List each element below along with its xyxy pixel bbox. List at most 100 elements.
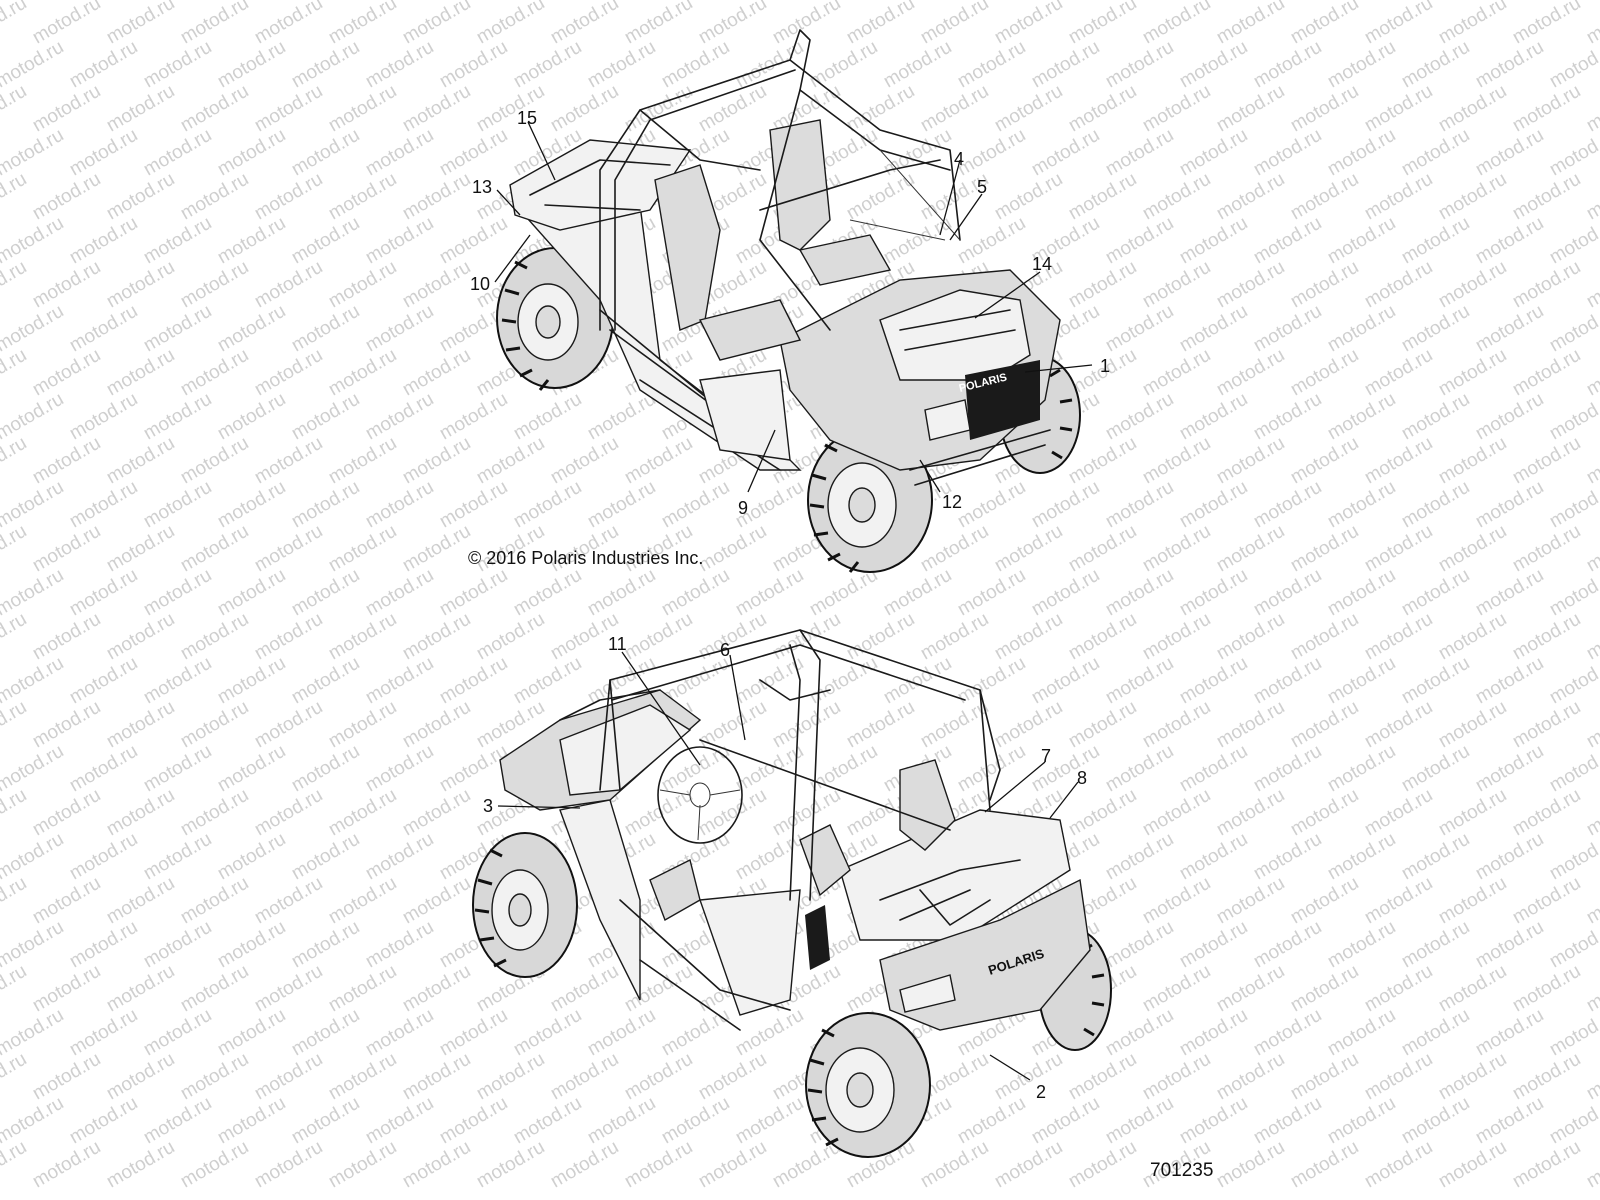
watermark-text: motod.ru <box>1139 961 1214 1017</box>
watermark-text: motod.ru <box>1509 0 1584 48</box>
watermark-text: motod.ru <box>103 169 178 225</box>
watermark-text: motod.ru <box>1139 697 1214 753</box>
watermark-text: motod.ru <box>0 917 67 973</box>
watermark-text: motod.ru <box>436 213 511 269</box>
watermark-text: motod.ru <box>1324 37 1399 93</box>
watermark-text: motod.ru <box>1472 917 1547 973</box>
watermark-text: motod.ru <box>1361 609 1436 665</box>
watermark-text: motod.ru <box>1102 213 1177 269</box>
watermark-text: motod.ru <box>251 1049 326 1105</box>
watermark-text: motod.ru <box>547 961 622 1017</box>
watermark-text: motod.ru <box>1213 1137 1288 1193</box>
watermark-text: motod.ru <box>362 37 437 93</box>
watermark-text: motod.ru <box>1435 1137 1510 1193</box>
watermark-text: motod.ru <box>1065 1137 1140 1193</box>
callout-9: 9 <box>738 498 748 518</box>
watermark-text: motod.ru <box>584 565 659 621</box>
watermark-text: motod.ru <box>732 829 807 885</box>
watermark-text: motod.ru <box>1472 389 1547 445</box>
watermark-text: motod.ru <box>1324 653 1399 709</box>
watermark-text: motod.ru <box>66 829 141 885</box>
watermark-text: motod.ru <box>140 917 215 973</box>
watermark-text: motod.ru <box>991 609 1066 665</box>
watermark-text: motod.ru <box>1398 829 1473 885</box>
watermark-text: motod.ru <box>1028 565 1103 621</box>
watermark-text: motod.ru <box>214 653 289 709</box>
watermark-text: motod.ru <box>1250 37 1325 93</box>
watermark-text: motod.ru <box>991 521 1066 577</box>
watermark-text: motod.ru <box>66 125 141 181</box>
watermark-text: motod.ru <box>1139 433 1214 489</box>
watermark-text: motod.ru <box>66 917 141 973</box>
watermark-text: motod.ru <box>177 785 252 841</box>
watermark-text: motod.ru <box>1324 1093 1399 1149</box>
watermark-text: motod.ru <box>991 1049 1066 1105</box>
watermark-text: motod.ru <box>1139 785 1214 841</box>
vehicle-front-view: POLARIS <box>496 29 1081 573</box>
watermark-text: motod.ru <box>0 697 30 753</box>
watermark-text: motod.ru <box>1213 961 1288 1017</box>
watermark-text: motod.ru <box>806 653 881 709</box>
watermark-text: motod.ru <box>1102 125 1177 181</box>
watermark-text: motod.ru <box>1435 81 1510 137</box>
watermark-text: motod.ru <box>1287 521 1362 577</box>
watermark-text: motod.ru <box>1065 1049 1140 1105</box>
watermark-text: motod.ru <box>1102 37 1177 93</box>
watermark-text: motod.ru <box>140 565 215 621</box>
watermark-text: motod.ru <box>325 345 400 401</box>
watermark-text: motod.ru <box>1065 257 1140 313</box>
watermark-text: motod.ru <box>0 389 67 445</box>
watermark-text: motod.ru <box>103 0 178 48</box>
watermark-text: motod.ru <box>177 521 252 577</box>
watermark-text: motod.ru <box>1250 213 1325 269</box>
watermark-text: motod.ru <box>214 917 289 973</box>
watermark-text: motod.ru <box>29 697 104 753</box>
watermark-text: motod.ru <box>1287 257 1362 313</box>
watermark-text: motod.ru <box>29 81 104 137</box>
watermark-text: motod.ru <box>1509 873 1584 929</box>
watermark-text: motod.ru <box>214 1005 289 1061</box>
watermark-text: motod.ru <box>1287 1049 1362 1105</box>
watermark-text: motod.ru <box>1213 697 1288 753</box>
watermark-text: motod.ru <box>362 125 437 181</box>
watermark-text: motod.ru <box>1102 1005 1177 1061</box>
callout-7: 7 <box>1041 746 1051 766</box>
watermark-text: motod.ru <box>1361 697 1436 753</box>
watermark-text: motod.ru <box>1287 961 1362 1017</box>
watermark-text: motod.ru <box>1435 961 1510 1017</box>
watermark-text: motod.ru <box>1583 81 1600 137</box>
watermark-text: motod.ru <box>695 1137 770 1193</box>
watermark-text: motod.ru <box>325 1049 400 1105</box>
watermark-text: motod.ru <box>0 1137 30 1193</box>
watermark-text: motod.ru <box>769 0 844 48</box>
watermark-text: motod.ru <box>214 37 289 93</box>
watermark-text: motod.ru <box>732 565 807 621</box>
watermark-text: motod.ru <box>1139 0 1214 48</box>
watermark-text: motod.ru <box>103 609 178 665</box>
watermark-text: motod.ru <box>1398 301 1473 357</box>
watermark-text: motod.ru <box>473 433 548 489</box>
watermark-text: motod.ru <box>140 213 215 269</box>
watermark-text: motod.ru <box>0 521 30 577</box>
watermark-text: motod.ru <box>177 345 252 401</box>
watermark-text: motod.ru <box>251 433 326 489</box>
watermark-text: motod.ru <box>1398 213 1473 269</box>
watermark-text: motod.ru <box>1324 477 1399 533</box>
watermark-text: motod.ru <box>362 477 437 533</box>
copyright-notice: © 2016 Polaris Industries Inc. <box>468 548 704 568</box>
watermark-text: motod.ru <box>806 37 881 93</box>
watermark-text: motod.ru <box>1361 257 1436 313</box>
watermark-text: motod.ru <box>1250 741 1325 797</box>
watermark-text: motod.ru <box>1361 81 1436 137</box>
watermark-text: motod.ru <box>954 1093 1029 1149</box>
watermark-text: motod.ru <box>954 213 1029 269</box>
watermark-text: motod.ru <box>473 81 548 137</box>
watermark-text: motod.ru <box>214 125 289 181</box>
watermark-text: motod.ru <box>1287 785 1362 841</box>
watermark-text: motod.ru <box>1102 301 1177 357</box>
watermark-text: motod.ru <box>288 741 363 797</box>
watermark-text: motod.ru <box>325 1137 400 1193</box>
watermark-text: motod.ru <box>1139 257 1214 313</box>
watermark-text: motod.ru <box>1213 1049 1288 1105</box>
watermark-text: motod.ru <box>251 697 326 753</box>
